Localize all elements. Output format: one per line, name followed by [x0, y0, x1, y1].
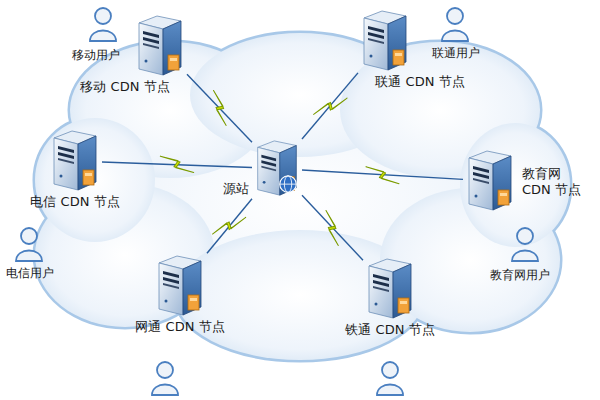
node-label: 网通 CDN 节点 — [134, 317, 225, 335]
link-line — [302, 73, 358, 139]
server-icon — [465, 150, 515, 212]
node-label: 电信 CDN 节点 — [29, 192, 120, 210]
user-label: 联通用户 — [432, 46, 480, 61]
server-shape — [469, 151, 511, 210]
node-label: 教育网 CDN 节点 — [521, 164, 585, 198]
user-label: 教育网用户 — [490, 268, 550, 283]
cdn-node: 教育网 CDN 节点 — [465, 150, 585, 212]
link-line — [207, 199, 252, 254]
user-icon — [90, 8, 116, 41]
server-shape — [258, 141, 297, 195]
label-group: 教育网 CDN 节点 — [521, 164, 585, 198]
server-shape — [159, 256, 201, 315]
lightning-bolt — [212, 208, 245, 244]
server-icon — [254, 140, 300, 197]
lightning-link — [207, 199, 252, 254]
server-icon — [365, 258, 415, 320]
lightning-link — [302, 195, 363, 260]
user-icon — [152, 362, 178, 395]
label-group: 源站 — [222, 179, 250, 197]
lightning-bolt — [160, 156, 195, 172]
server-shape — [139, 16, 181, 75]
link-line — [302, 195, 363, 260]
node-label: 源站 — [222, 179, 250, 197]
node-label: 铁通 CDN 节点 — [344, 320, 435, 338]
cdn-node: 移动 CDN 节点 — [114, 15, 205, 95]
user-icon — [377, 362, 403, 395]
cdn-node: 电信 CDN 节点 — [29, 130, 120, 210]
server-icon — [135, 15, 185, 77]
cdn-node: 网通 CDN 节点 — [134, 255, 225, 335]
node-label: 联通 CDN 节点 — [374, 72, 465, 90]
drawing-part — [35, 118, 155, 242]
server-icon — [360, 10, 410, 72]
drawing-part — [35, 118, 155, 242]
cdn-node: 联通 CDN 节点 — [339, 10, 430, 90]
server-shape — [369, 259, 411, 318]
user-label: 电信用户 — [6, 266, 54, 281]
user-icon — [16, 228, 42, 261]
server-shape — [364, 11, 406, 70]
server-icon — [155, 255, 205, 317]
user-icon — [442, 8, 468, 41]
server-shape — [54, 131, 96, 190]
cdn-node: 源站 — [222, 140, 300, 197]
lightning-link — [302, 73, 358, 139]
user-label: 移动用户 — [72, 48, 120, 63]
lightning-link — [187, 74, 252, 142]
server-icon — [50, 130, 100, 192]
node-label: 移动 CDN 节点 — [79, 77, 170, 95]
lightning-bolt — [203, 90, 237, 125]
cdn-node: 铁通 CDN 节点 — [344, 258, 435, 338]
user-icons — [16, 8, 538, 395]
lightning-link — [302, 167, 463, 184]
lightning-link — [102, 156, 252, 172]
link-line — [187, 74, 252, 142]
lightning-bolt — [314, 88, 347, 124]
user-icon — [512, 228, 538, 261]
lightning-bolt — [315, 210, 349, 245]
lightning-bolt — [365, 167, 400, 184]
